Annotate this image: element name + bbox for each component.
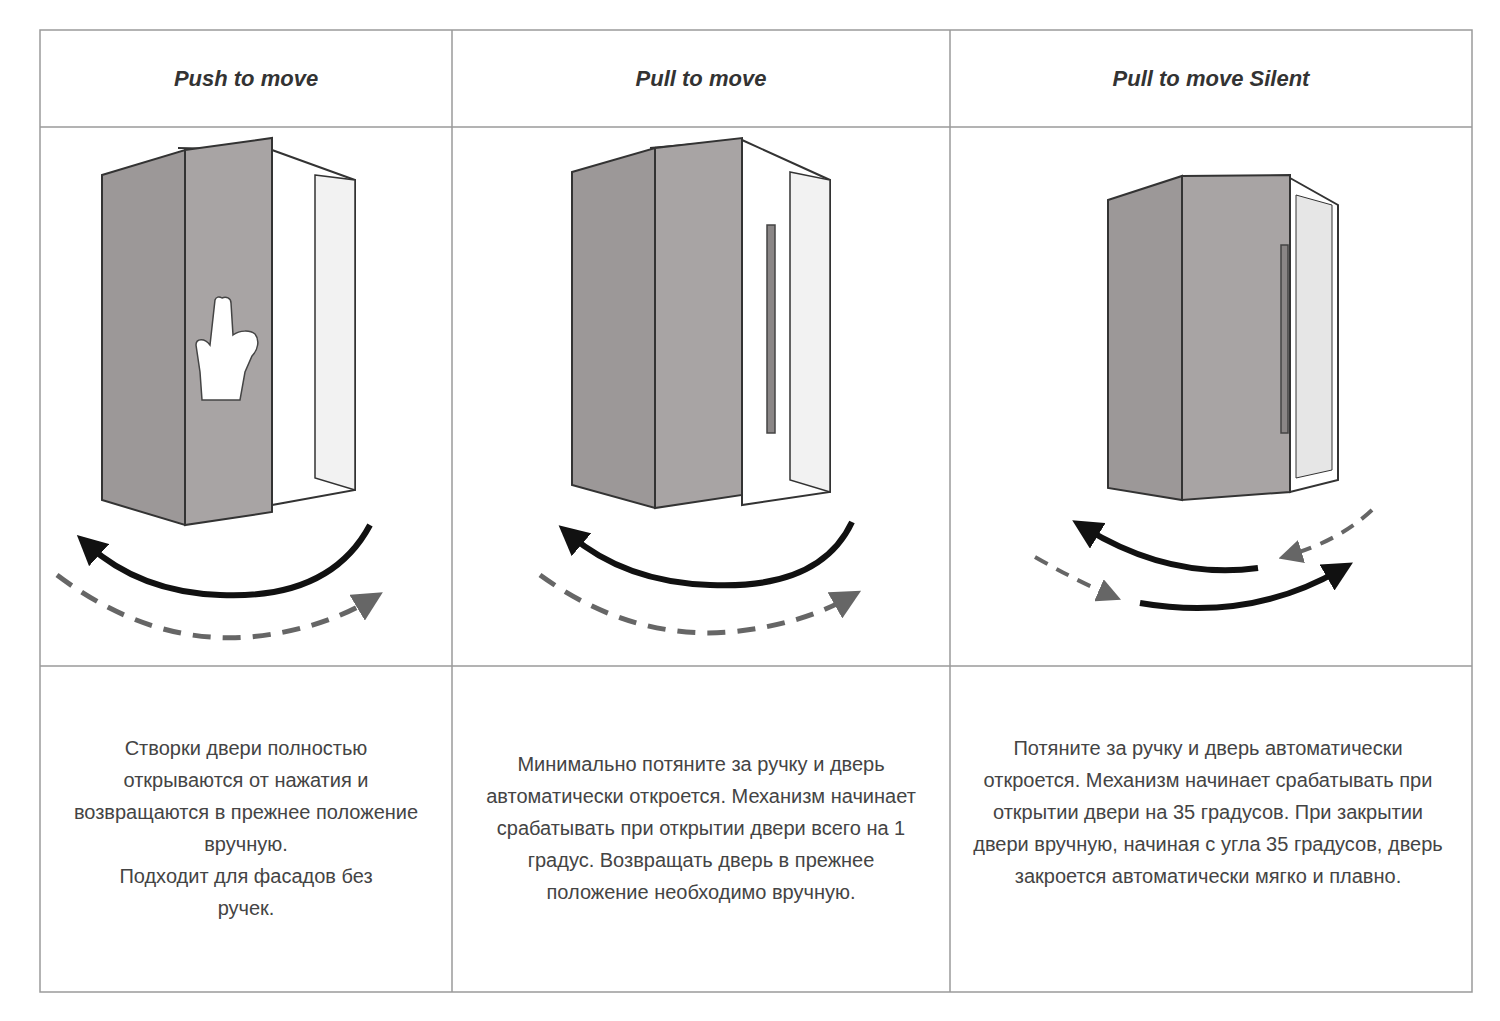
wardrobe-push bbox=[102, 138, 355, 525]
motion-arrows bbox=[57, 525, 370, 638]
column-header: Pull to move Silent bbox=[955, 66, 1467, 92]
motion-arrows bbox=[1035, 510, 1372, 608]
motion-arrows bbox=[540, 522, 852, 633]
description-text: Минимально потяните за ручку и дверь авт… bbox=[465, 748, 937, 908]
table-grid bbox=[40, 30, 1472, 992]
column-header: Pull to move bbox=[457, 66, 945, 92]
wardrobe-silent bbox=[1108, 175, 1338, 500]
description-text: Створки двери полностью открываются от н… bbox=[45, 732, 447, 860]
column-header: Push to move bbox=[45, 66, 447, 92]
hand-icon bbox=[196, 297, 258, 400]
wardrobe-pull bbox=[572, 138, 830, 508]
description-text: Потяните за ручку и дверь автоматически … bbox=[958, 732, 1458, 892]
description-text: Подходит для фасадов без ручек. bbox=[45, 860, 447, 924]
